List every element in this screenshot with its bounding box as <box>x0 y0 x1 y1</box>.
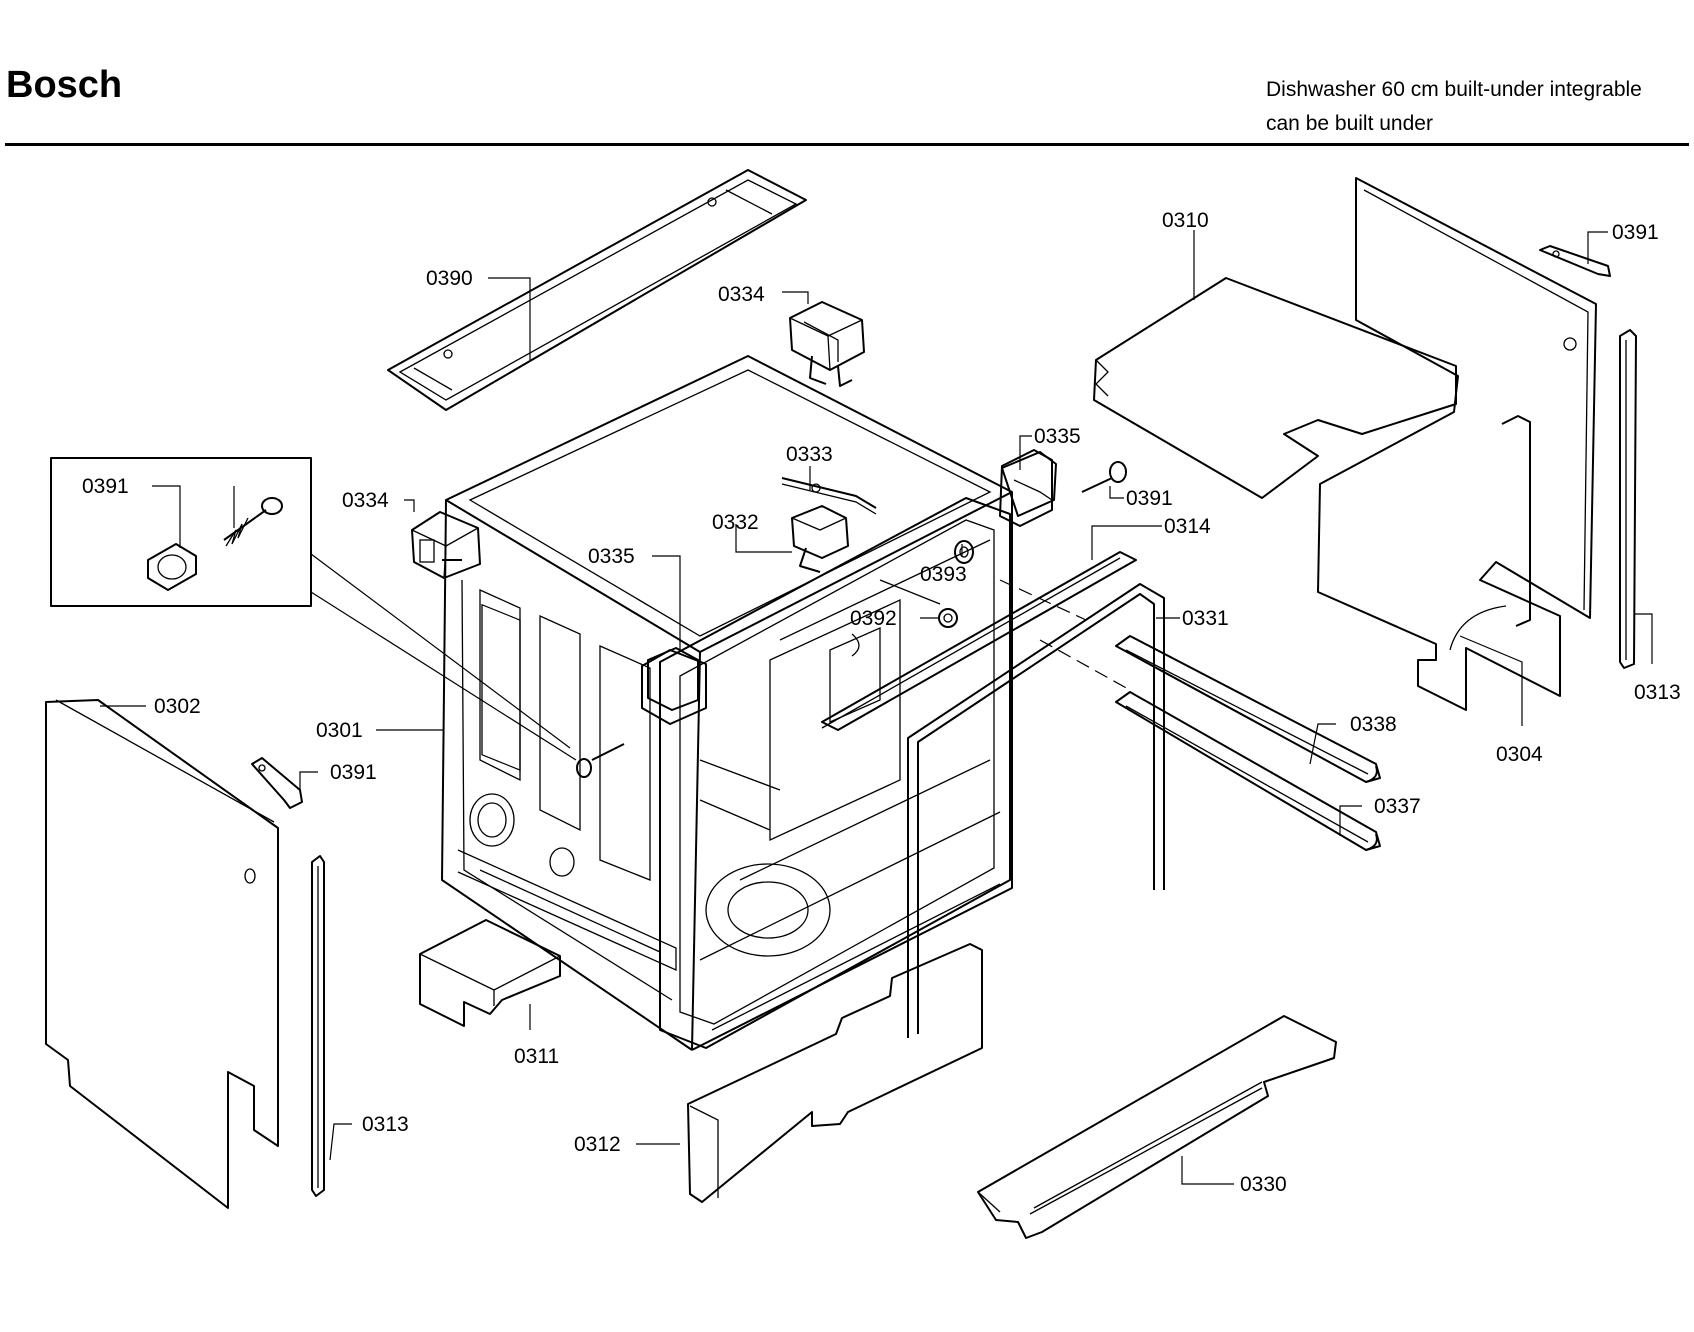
callout-0333: 0333 <box>786 443 833 466</box>
rail-0338 <box>1115 635 1381 783</box>
callout-0310: 0310 <box>1162 209 1209 232</box>
part-0332 <box>791 505 849 573</box>
clip-0391-top-right <box>1539 245 1611 277</box>
side-panel-0302 <box>45 699 279 1209</box>
callout-0335-right: 0335 <box>1034 425 1081 448</box>
leader-lines <box>100 230 1653 1185</box>
screw-0391-tub <box>576 743 625 778</box>
header-divider <box>5 143 1689 146</box>
callout-0314: 0314 <box>1164 515 1211 538</box>
callout-0311: 0311 <box>514 1045 559 1068</box>
callout-0391-top-right: 0391 <box>1612 221 1659 244</box>
base-block-0311 <box>419 919 561 1027</box>
callout-0304: 0304 <box>1496 743 1543 766</box>
brand-title: Bosch <box>6 64 123 106</box>
bracket-0335-left <box>647 647 699 711</box>
callout-0338: 0338 <box>1350 713 1397 736</box>
bracket-0335-right <box>1001 451 1057 517</box>
callout-0330: 0330 <box>1240 1173 1287 1196</box>
callout-0313-right: 0313 <box>1634 681 1681 704</box>
callout-0393: 0393 <box>920 563 967 586</box>
clip-0391-left <box>251 757 303 809</box>
callout-0390: 0390 <box>426 267 473 290</box>
callout-0334-left: 0334 <box>342 489 389 512</box>
callout-0335-left: 0335 <box>588 545 635 568</box>
insulation-mat-0310 <box>1093 277 1457 499</box>
callout-0337: 0337 <box>1374 795 1421 818</box>
model-description: Dishwasher 60 cm built-under integrable … <box>1266 73 1642 141</box>
callout-0312: 0312 <box>574 1133 621 1156</box>
lower-rail-0330 <box>977 1015 1337 1239</box>
door-gasket-0331 <box>907 583 1165 1038</box>
callout-0392: 0392 <box>850 607 897 630</box>
inset-detail-box <box>50 457 577 761</box>
screw-0391-right <box>1081 461 1127 493</box>
top-cover-plate-0390 <box>387 169 807 411</box>
trim-strip-0313-left <box>311 855 325 1197</box>
callout-0313-left: 0313 <box>362 1113 409 1136</box>
callout-0334-top: 0334 <box>718 283 765 306</box>
rail-0314 <box>821 551 1137 731</box>
callout-0331: 0331 <box>1182 607 1229 630</box>
callout-0332: 0332 <box>712 511 759 534</box>
kickplate-0312 <box>687 943 983 1203</box>
tub-body-0301 <box>441 355 1013 1051</box>
model-description-line-2: can be built under <box>1266 112 1433 135</box>
callout-0391-inset: 0391 <box>82 475 129 498</box>
callout-0391-left: 0391 <box>330 761 377 784</box>
small-part-0393 <box>954 540 974 564</box>
callout-0302: 0302 <box>154 695 201 718</box>
callout-0391-right: 0391 <box>1126 487 1173 510</box>
model-description-line-1: Dishwasher 60 cm built-under integrable <box>1266 78 1642 101</box>
part-0333 <box>781 477 877 515</box>
rail-0337 <box>1115 691 1381 851</box>
trim-strip-0313-right <box>1619 329 1637 669</box>
bracket-0334-top <box>789 301 865 387</box>
side-panel-0304 <box>1317 177 1597 711</box>
callout-0301: 0301 <box>316 719 363 742</box>
